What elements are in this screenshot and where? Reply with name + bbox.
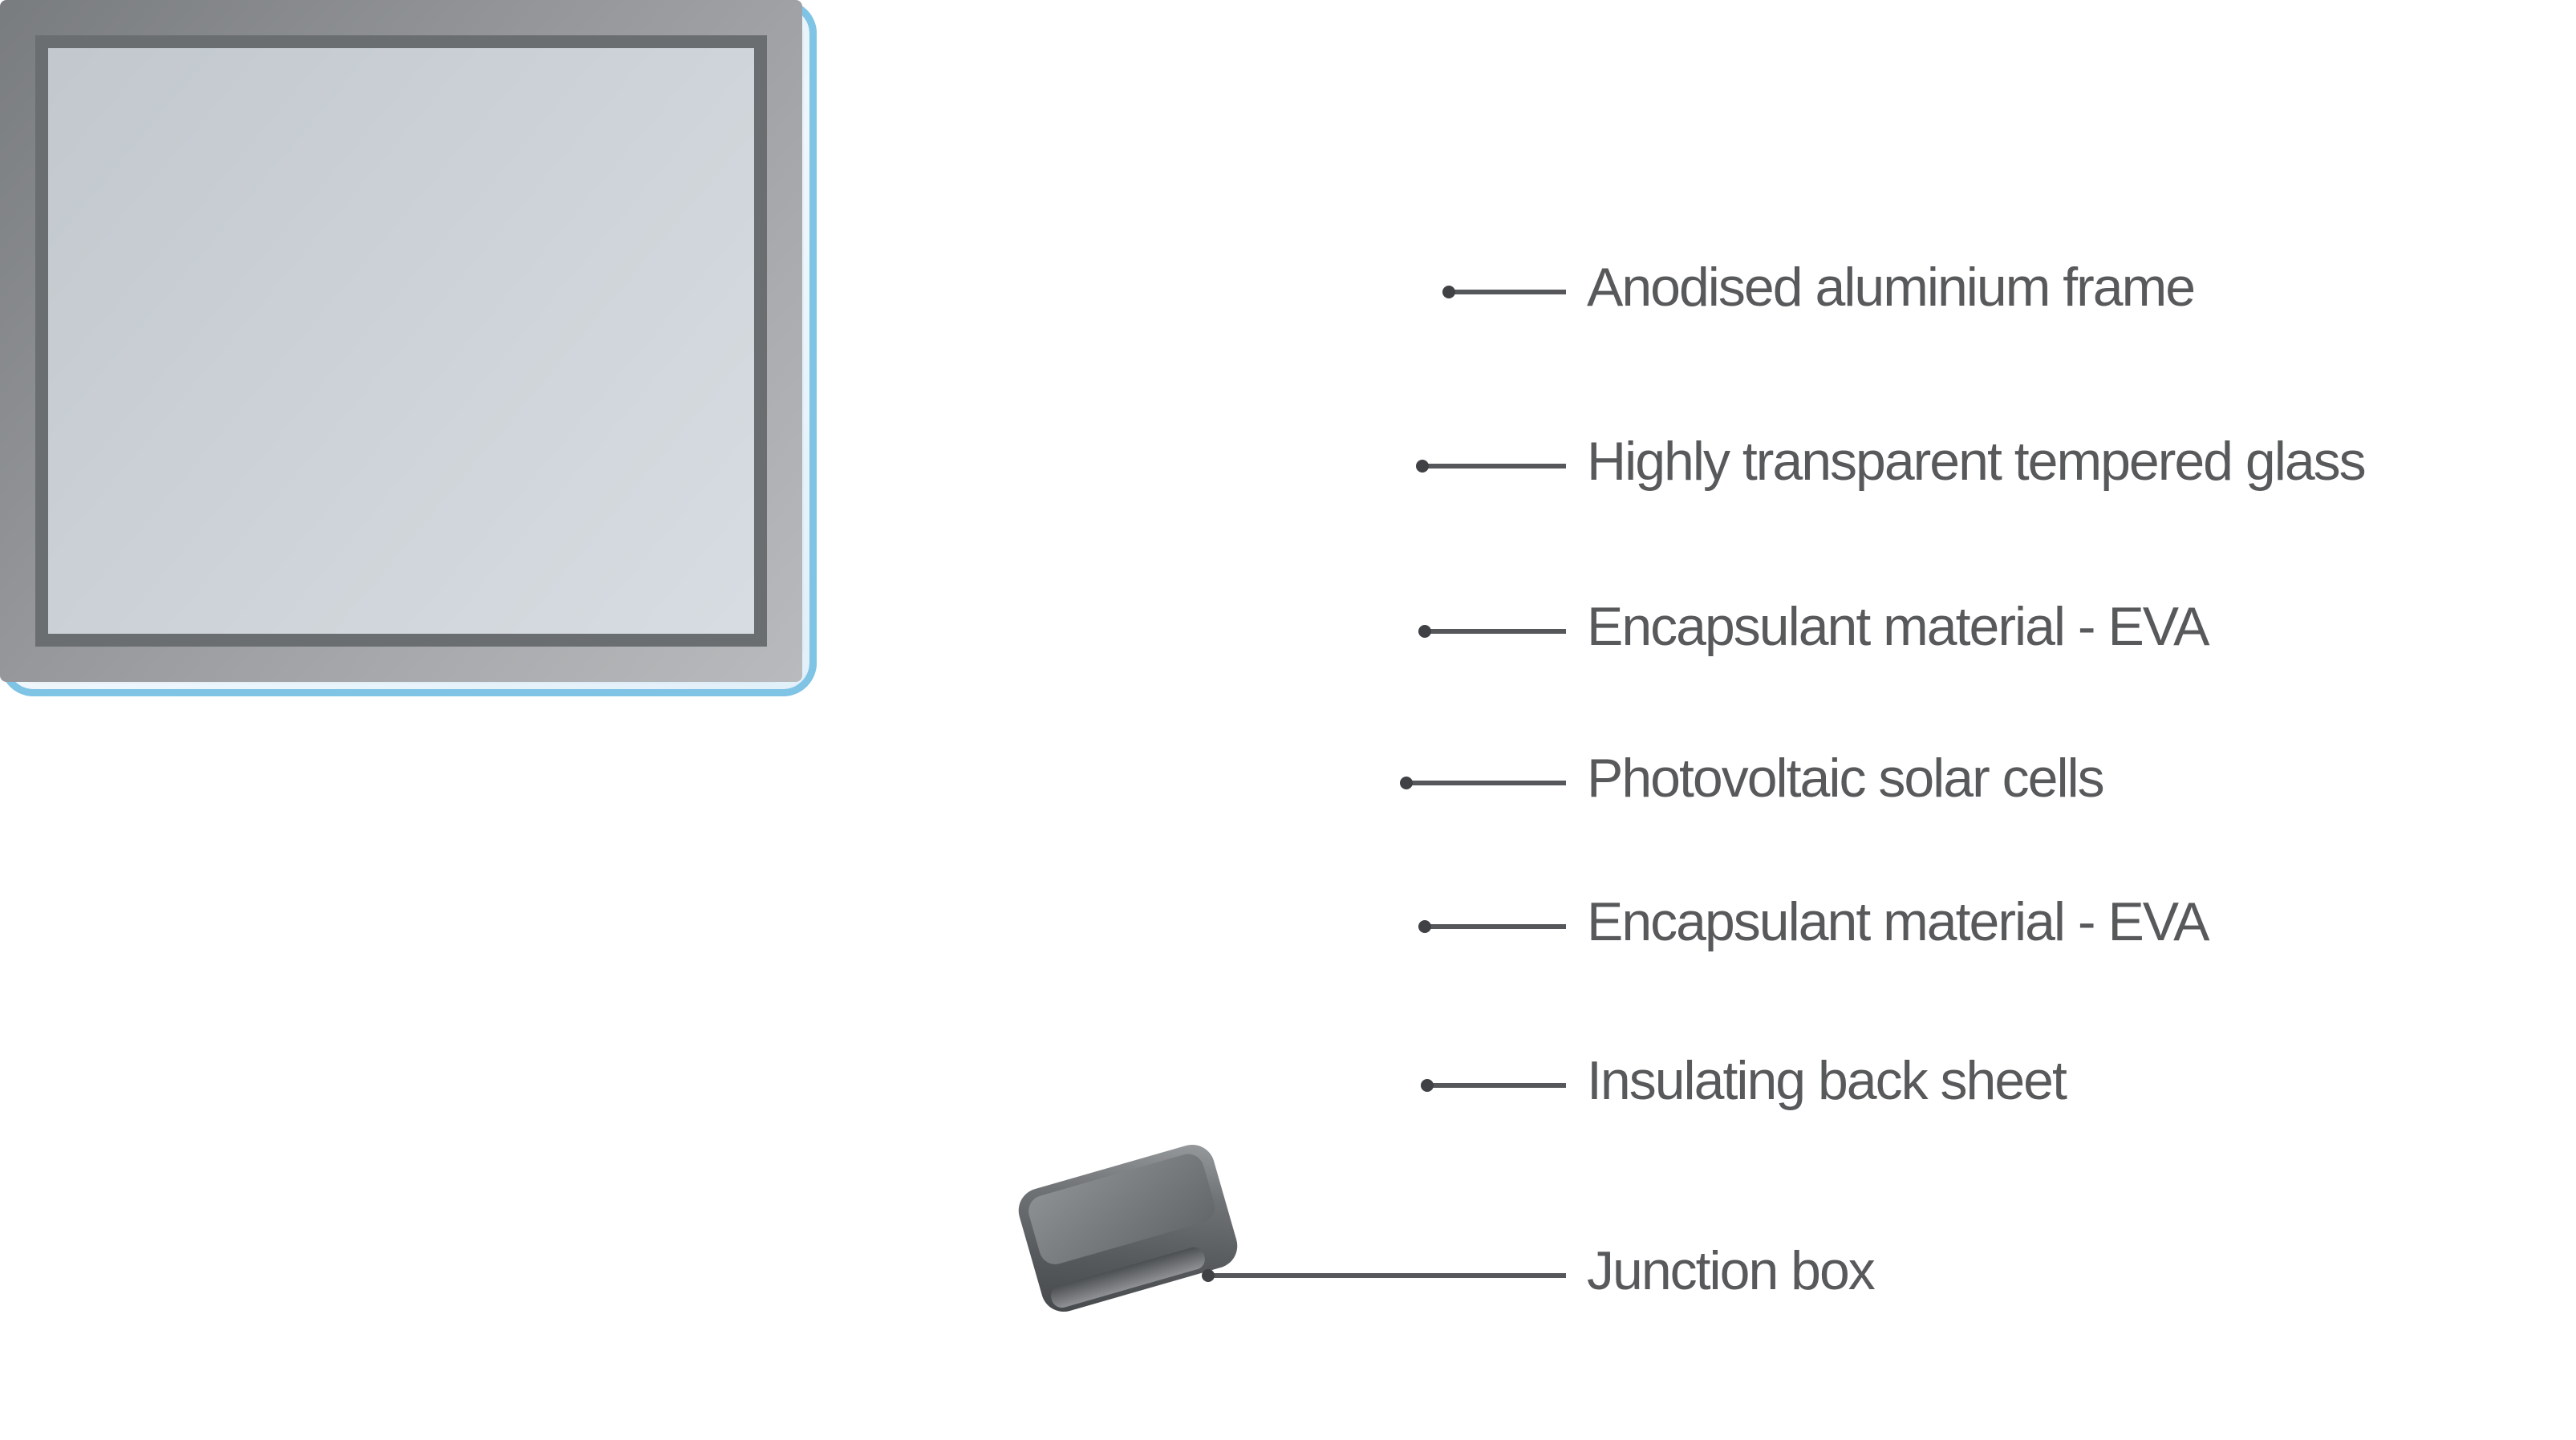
label-tempered-glass: Highly transparent tempered glass xyxy=(1587,430,2367,492)
leader-line-tempered-glass xyxy=(1416,460,1566,473)
leader-line-eva-bottom xyxy=(1418,920,1566,933)
label-aluminium-frame: Anodised aluminium frame xyxy=(1587,256,2196,318)
junction-box xyxy=(1013,1139,1243,1317)
leader-dot-icon xyxy=(1400,777,1413,789)
label-eva-top: Encapsulant material - EVA xyxy=(1587,595,2209,657)
leader-dot-icon xyxy=(1421,1079,1434,1092)
leader-line-aluminium-frame xyxy=(1442,286,1566,298)
leader-line-junction-box xyxy=(1202,1269,1566,1282)
leader-dot-icon xyxy=(1442,286,1455,298)
leader-dot-icon xyxy=(1418,625,1431,638)
label-solar-cells: Photovoltaic solar cells xyxy=(1587,747,2105,809)
label-back-sheet: Insulating back sheet xyxy=(1587,1049,2067,1111)
leader-dot-icon xyxy=(1202,1269,1215,1282)
leader-dot-icon xyxy=(1418,920,1431,933)
leader-dot-icon xyxy=(1416,460,1429,473)
leader-line-eva-top xyxy=(1418,625,1566,638)
layer-aluminium-frame xyxy=(0,0,802,682)
aluminium-frame-opening xyxy=(35,35,767,647)
leader-line-back-sheet xyxy=(1421,1079,1566,1092)
leader-line-solar-cells xyxy=(1400,777,1566,789)
label-eva-bottom: Encapsulant material - EVA xyxy=(1587,890,2209,952)
label-junction-box: Junction box xyxy=(1587,1239,1876,1301)
